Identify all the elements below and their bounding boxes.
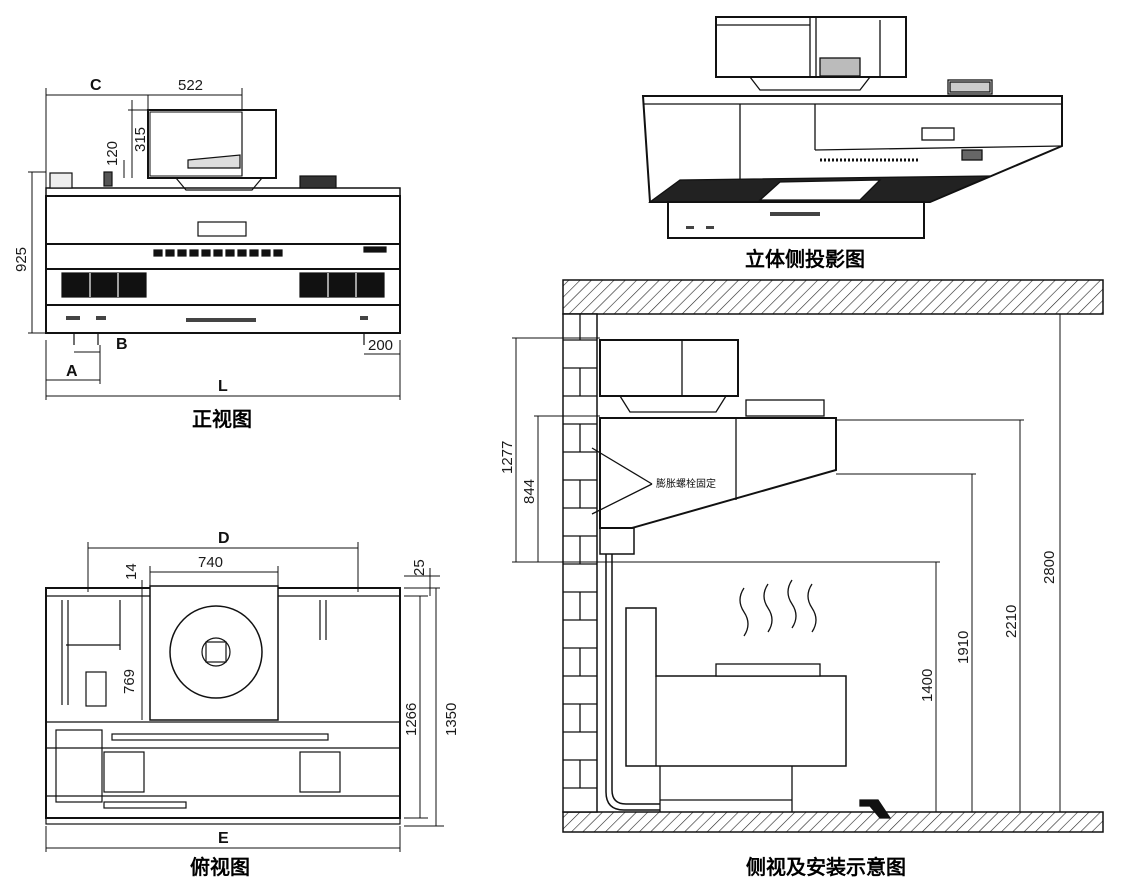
top-dim-14: 14 xyxy=(123,563,140,580)
front-hood-body xyxy=(45,195,401,245)
iso-hood-front-panel xyxy=(667,201,925,239)
front-view-title: 正视图 xyxy=(192,407,252,431)
cooking-range xyxy=(625,607,847,767)
front-dim-925: 925 xyxy=(13,247,30,272)
iso-hood-shell xyxy=(641,95,1063,203)
floor-slab xyxy=(562,811,1104,833)
side-view xyxy=(562,279,1104,833)
top-dim-25: 25 xyxy=(411,559,428,576)
front-dimensions xyxy=(28,88,401,400)
front-label-C: C xyxy=(90,77,102,94)
front-hood-top xyxy=(45,187,401,197)
top-label-E: E xyxy=(218,830,229,847)
side-dim-2210: 2210 xyxy=(1003,605,1020,638)
iso-fan-box xyxy=(715,16,907,78)
top-dim-1350: 1350 xyxy=(443,703,460,736)
front-filter-slots xyxy=(153,246,387,257)
brick-wall xyxy=(562,313,598,813)
iso-view xyxy=(641,16,1063,239)
front-label-L: L xyxy=(218,378,228,395)
top-view-title: 俯视图 xyxy=(190,855,250,879)
side-dim-1400: 1400 xyxy=(919,669,936,702)
side-fan-box xyxy=(599,339,739,397)
front-dim-315: 315 xyxy=(132,127,149,152)
front-view xyxy=(45,109,401,345)
side-dimensions xyxy=(512,314,1061,812)
side-dim-2800: 2800 xyxy=(1041,551,1058,584)
top-fan-circle xyxy=(169,605,263,699)
front-label-B: B xyxy=(116,336,128,353)
ceiling-slab xyxy=(562,279,1104,315)
top-dim-740: 740 xyxy=(198,554,223,571)
front-dim-200: 200 xyxy=(368,337,393,354)
top-label-D: D xyxy=(218,530,230,547)
iso-view-title: 立体侧投影图 xyxy=(745,247,865,271)
side-view-title: 侧视及安装示意图 xyxy=(746,855,906,879)
top-view xyxy=(45,585,401,825)
top-dimensions xyxy=(45,542,444,852)
front-dim-120: 120 xyxy=(104,141,121,166)
front-dim-522: 522 xyxy=(178,77,203,94)
side-dim-1277: 1277 xyxy=(499,441,516,474)
side-dim-1910: 1910 xyxy=(955,631,972,664)
top-dim-769: 769 xyxy=(121,669,138,694)
front-fan-box xyxy=(147,109,277,179)
side-dim-844: 844 xyxy=(521,479,538,504)
front-label-A: A xyxy=(66,363,78,380)
side-note-anchor-bolts: 膨胀螺栓固定 xyxy=(656,477,716,490)
top-dim-1266: 1266 xyxy=(403,703,420,736)
side-hood xyxy=(599,417,837,529)
top-junction-box xyxy=(55,729,103,803)
